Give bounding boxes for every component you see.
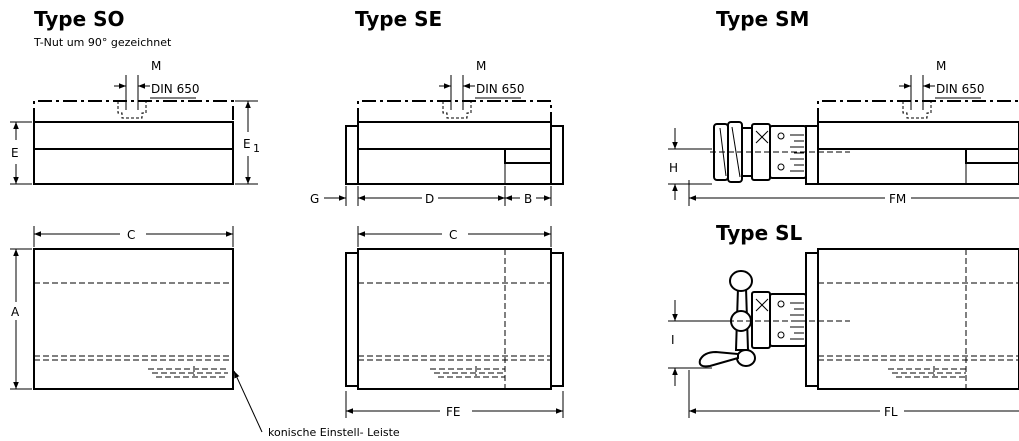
dim-g: G <box>310 192 319 206</box>
dim-c-se: C <box>449 228 457 242</box>
subtitle-t-nut: T-Nut um 90° gezeichnet <box>33 36 172 49</box>
dim-fl: FL <box>884 405 898 419</box>
surface-mark-sm: M <box>936 59 946 73</box>
table-outline-se <box>357 100 552 122</box>
dim-d: D <box>425 192 434 206</box>
se-top-block <box>357 248 552 390</box>
so-top-block <box>33 248 234 390</box>
dim-e: E <box>11 146 19 160</box>
type-se-front-view: M DIN 650 D B G <box>310 59 564 206</box>
title-type-sl: Type SL <box>716 221 803 245</box>
type-sm-front-view: M DIN 650 H <box>668 59 1019 206</box>
title-type-sm: Type SM <box>716 7 809 31</box>
surface-mark-se: M <box>476 59 486 73</box>
so-block <box>33 121 234 185</box>
title-type-so: Type SO <box>34 7 125 31</box>
t-nut <box>117 101 147 119</box>
sl-top-block <box>817 248 1019 390</box>
dim-i: I <box>671 333 675 347</box>
din-650-label-sm: DIN 650 <box>936 82 984 96</box>
type-sl-top-view: I FL <box>668 248 1019 419</box>
micrometer-adjuster-sm <box>710 121 850 183</box>
table-outline <box>33 100 234 122</box>
dim-h: H <box>669 161 678 175</box>
dim-c-so: C <box>127 228 135 242</box>
note-konische-leiste: konische Einstell- Leiste <box>268 426 400 439</box>
title-type-se: Type SE <box>355 7 442 31</box>
din-650-label-so: DIN 650 <box>151 82 199 96</box>
din-650-label-se: DIN 650 <box>476 82 524 96</box>
dim-b: B <box>524 192 532 206</box>
dim-fm: FM <box>889 192 906 206</box>
surface-mark-so: M <box>151 59 161 73</box>
type-so-front-view: M DIN 650 E E 1 <box>10 59 260 185</box>
dim-fe: FE <box>446 405 460 419</box>
dim-e1-subscript: 1 <box>253 142 260 155</box>
dim-e1: E <box>243 137 251 151</box>
type-se-top-view: C FE <box>345 226 564 419</box>
handwheel-adjuster-sl <box>698 270 850 368</box>
table-outline-sm <box>817 100 1019 122</box>
type-so-top-view: C A konische Einstell- Leiste <box>10 226 400 439</box>
dim-a: A <box>11 305 20 319</box>
